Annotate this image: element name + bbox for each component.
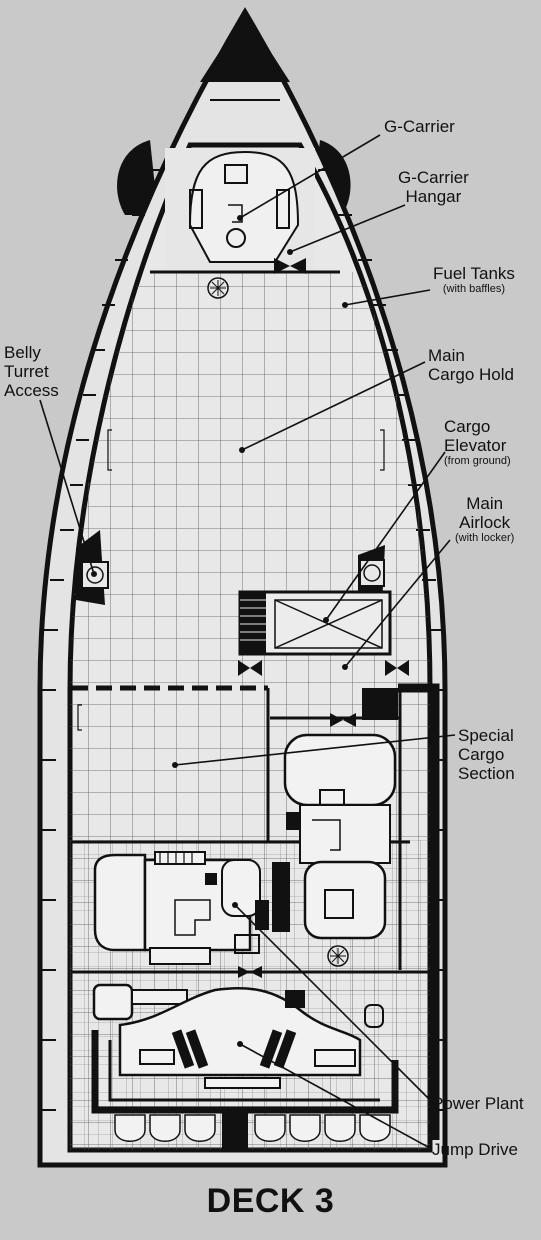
label-fuel-tanks: Fuel Tanks (with baffles) (433, 264, 515, 295)
label-cargo-elevator: Cargo Elevator (from ground) (444, 417, 511, 467)
jump-drive-left-unit (92, 983, 134, 1021)
label-g-carrier-hangar: G-Carrier Hangar (398, 168, 469, 206)
label-special-cargo-section: Special Cargo Section (458, 726, 515, 783)
special-cargo-machine (283, 733, 397, 807)
callout-leaders (39, 134, 456, 1148)
g-carrier-vehicle (188, 150, 300, 263)
label-jump-drive: Jump Drive (432, 1140, 518, 1159)
label-main-cargo-hold: Main Cargo Hold (428, 346, 514, 384)
deck-title: DECK 3 (206, 1182, 335, 1220)
label-main-airlock: Main Airlock (with locker) (455, 494, 515, 544)
label-g-carrier: G-Carrier (384, 117, 455, 136)
fan-icon (207, 277, 229, 299)
fan-icon (86, 566, 104, 584)
fan-icon (363, 564, 381, 582)
nose-cap (200, 12, 290, 82)
thruster-row (114, 1114, 391, 1142)
label-belly-turret-access: Belly Turret Access (4, 343, 59, 400)
fan-icon (327, 945, 349, 967)
power-plant-left-unit (93, 853, 147, 952)
label-power-plant: Power Plant (432, 1094, 524, 1113)
